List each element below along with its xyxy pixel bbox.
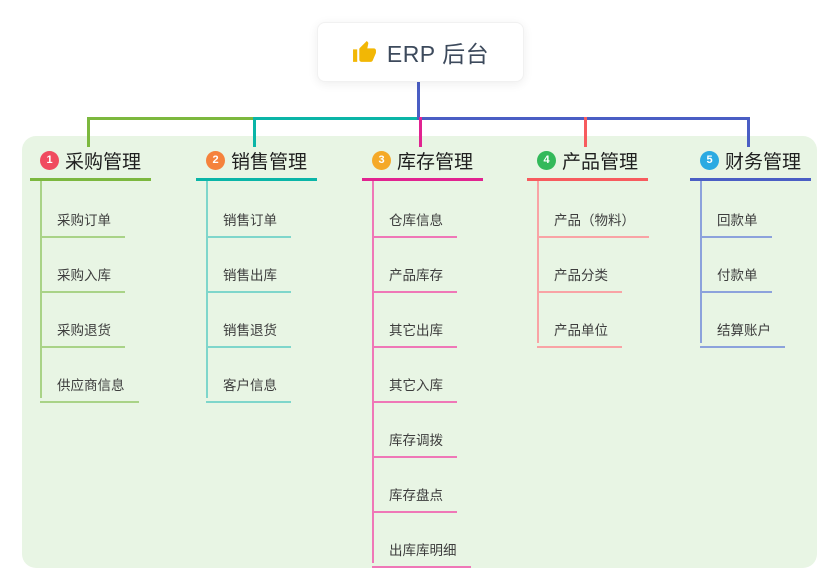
branch-header-2[interactable]: 2 销售管理 (196, 148, 308, 173)
mindmap-node-item[interactable]: 产品分类 (537, 258, 622, 293)
mindmap-node-item[interactable]: 产品单位 (537, 313, 622, 348)
branch-title: 采购管理 (65, 151, 142, 173)
connector-drop (419, 117, 422, 147)
mindmap-node-item[interactable]: 其它出库 (372, 313, 457, 348)
mindmap-node-item[interactable]: 产品库存 (372, 258, 457, 293)
branch-underline (362, 178, 483, 181)
connector-segment (417, 117, 750, 120)
branch-number-badge: 2 (206, 150, 225, 170)
mindmap-node-item[interactable]: 产品（物料） (537, 203, 649, 238)
mindmap-node-item[interactable]: 其它入库 (372, 368, 457, 403)
mindmap-node-item[interactable]: 供应商信息 (40, 368, 139, 403)
branch-number-badge: 4 (537, 150, 556, 170)
mindmap-node-item[interactable]: 库存盘点 (372, 478, 457, 513)
branch-underline (690, 178, 811, 181)
branch-title: 产品管理 (562, 151, 639, 173)
branch-title: 库存管理 (397, 151, 474, 173)
connector-segment (88, 117, 254, 120)
mindmap-node-item[interactable]: 库存调拨 (372, 423, 457, 458)
connector-drop (584, 117, 587, 147)
mindmap-node-item[interactable]: 销售订单 (206, 203, 291, 238)
root-node[interactable]: ERP 后台 (317, 22, 524, 82)
mindmap-node-item[interactable]: 销售退货 (206, 313, 291, 348)
branch-vertical-line (537, 181, 539, 343)
branch-underline (196, 178, 317, 181)
branch-header-1[interactable]: 1 采购管理 (30, 148, 142, 173)
branch-header-3[interactable]: 3 库存管理 (362, 148, 474, 173)
branch-number-badge: 3 (372, 150, 391, 170)
mindmap-node-item[interactable]: 采购退货 (40, 313, 125, 348)
mindmap-node-item[interactable]: 出库库明细 (372, 533, 471, 568)
mindmap-node-item[interactable]: 销售出库 (206, 258, 291, 293)
branch-vertical-line (206, 181, 208, 398)
branch-title: 财务管理 (725, 151, 802, 173)
mindmap-node-item[interactable]: 结算账户 (700, 313, 785, 348)
mindmap-node-item[interactable]: 回款单 (700, 203, 772, 238)
branch-vertical-line (372, 181, 374, 563)
connector-drop (747, 117, 750, 147)
mindmap-node-item[interactable]: 客户信息 (206, 368, 291, 403)
root-label: ERP 后台 (386, 41, 490, 67)
branch-vertical-line (700, 181, 702, 343)
branch-title: 销售管理 (231, 151, 308, 173)
branch-underline (30, 178, 151, 181)
branch-header-5[interactable]: 5 财务管理 (690, 148, 802, 173)
connector-drop (253, 117, 256, 147)
branch-vertical-line (40, 181, 42, 398)
mindmap-node-item[interactable]: 采购订单 (40, 203, 125, 238)
root-connector-line (417, 82, 420, 120)
mindmap-node-item[interactable]: 付款单 (700, 258, 772, 293)
mindmap-node-item[interactable]: 采购入库 (40, 258, 125, 293)
branch-number-badge: 5 (700, 150, 719, 170)
connector-segment (254, 117, 420, 120)
mindmap-node-item[interactable]: 仓库信息 (372, 203, 457, 238)
branch-number-badge: 1 (40, 150, 59, 170)
branch-underline (527, 178, 648, 181)
connector-drop (87, 117, 90, 147)
thumbs-up-icon (352, 40, 377, 65)
branches-panel (22, 136, 817, 568)
branch-header-4[interactable]: 4 产品管理 (527, 148, 639, 173)
